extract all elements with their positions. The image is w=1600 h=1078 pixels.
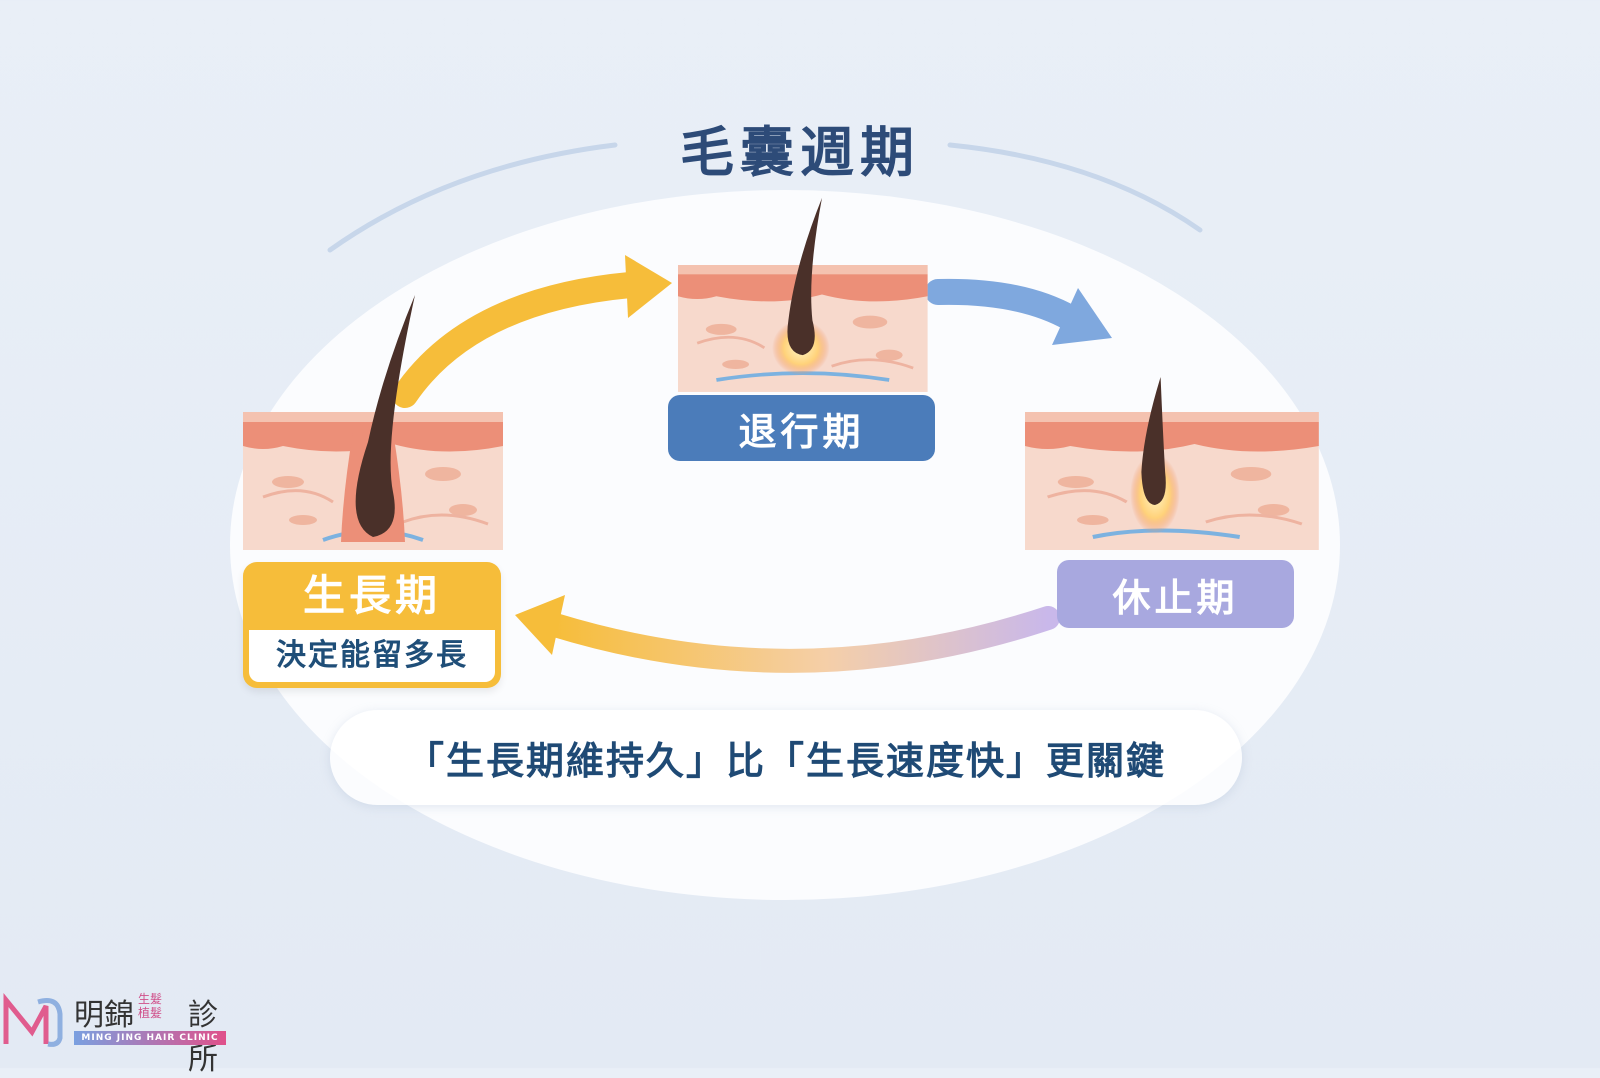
anagen-follicle-illustration [241,295,505,552]
clinic-logo: 明錦 生髮植髮 診所 MING JING HAIR CLINIC [2,990,232,1077]
anagen-title: 生長期 [302,571,441,620]
title-arc-left [327,142,618,253]
key-message: 「生長期維持久」比「生長速度快」更關鍵 [330,710,1242,805]
telogen-follicle-illustration [1023,377,1321,552]
arrow-telogen-to-anagen [515,595,1060,673]
catagen-follicle-illustration [676,197,930,394]
anagen-note: 決定能留多長 [249,630,495,682]
page-title: 毛囊週期 [680,121,920,184]
title-arc-right [947,142,1203,233]
logo-english: MING JING HAIR CLINIC [74,1031,226,1045]
anagen-label: 生長期 決定能留多長 [243,562,501,688]
logo-m-icon [3,992,63,1047]
logo-small-top: 生髮 [138,992,163,1006]
arrow-anagen-to-catagen [392,255,672,408]
arrow-catagen-to-telogen [925,278,1112,345]
telogen-label: 休止期 [1057,560,1294,628]
logo-small-bottom: 植髮 [138,1006,163,1020]
logo-name: 明錦 [74,998,134,1033]
logo-small: 生髮植髮 [138,992,162,1020]
catagen-label: 退行期 [668,395,935,461]
